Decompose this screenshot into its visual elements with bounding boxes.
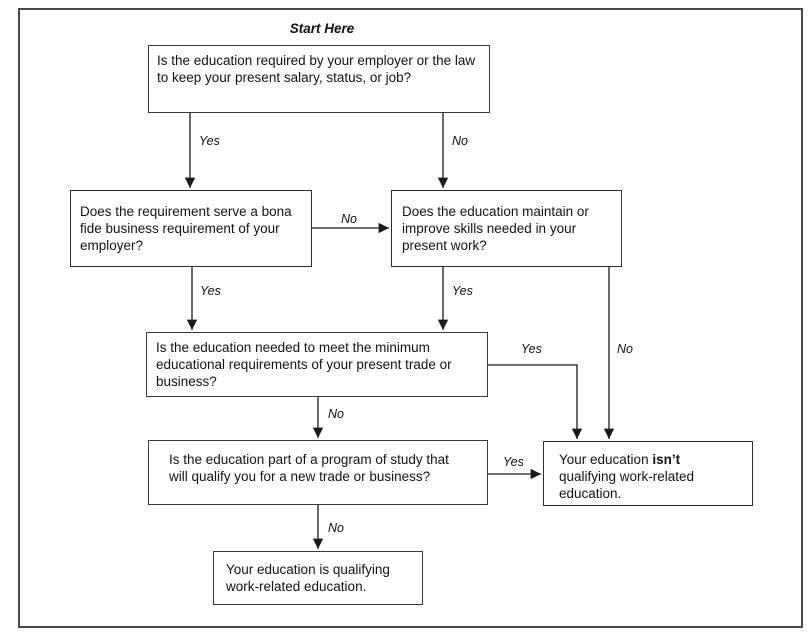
node-question-maintain-skills: Does the education maintain or improve s…: [391, 190, 622, 267]
edge-label-q3-no: No: [617, 342, 633, 356]
node-question-minimum-requirements: Is the education needed to meet the mini…: [146, 332, 488, 397]
edge-label-q4-no: No: [328, 407, 344, 421]
edge-label-q2-yes: Yes: [200, 284, 221, 298]
node-result-qualifying: Your education is qualifying work-relate…: [213, 551, 423, 605]
edge-label-q4-yes: Yes: [521, 342, 542, 356]
edge-label-q5-yes: Yes: [503, 455, 524, 469]
node-question-employer-required: Is the education required by your employ…: [148, 45, 490, 113]
edge-label-q2-no: No: [341, 212, 357, 226]
node-result-not-qualifying: Your education isn’t qualifying work-rel…: [543, 441, 753, 506]
node-question-new-trade: Is the education part of a program of st…: [148, 440, 488, 505]
edge-label-q1-yes: Yes: [199, 134, 220, 148]
edge-label-q5-no: No: [328, 521, 344, 535]
edge-q4-yes-line: [488, 364, 583, 439]
result-not-qualifying-text-prefix: Your education: [559, 452, 653, 467]
start-here-label: Start Here: [289, 21, 355, 36]
edge-label-q1-no: No: [452, 134, 468, 148]
result-not-qualifying-text-bold: isn’t: [652, 452, 681, 467]
result-not-qualifying-text-suffix: qualifying work-related education.: [559, 469, 695, 501]
edge-label-q3-yes: Yes: [452, 284, 473, 298]
node-question-bona-fide: Does the requirement serve a bona fide b…: [70, 190, 312, 267]
